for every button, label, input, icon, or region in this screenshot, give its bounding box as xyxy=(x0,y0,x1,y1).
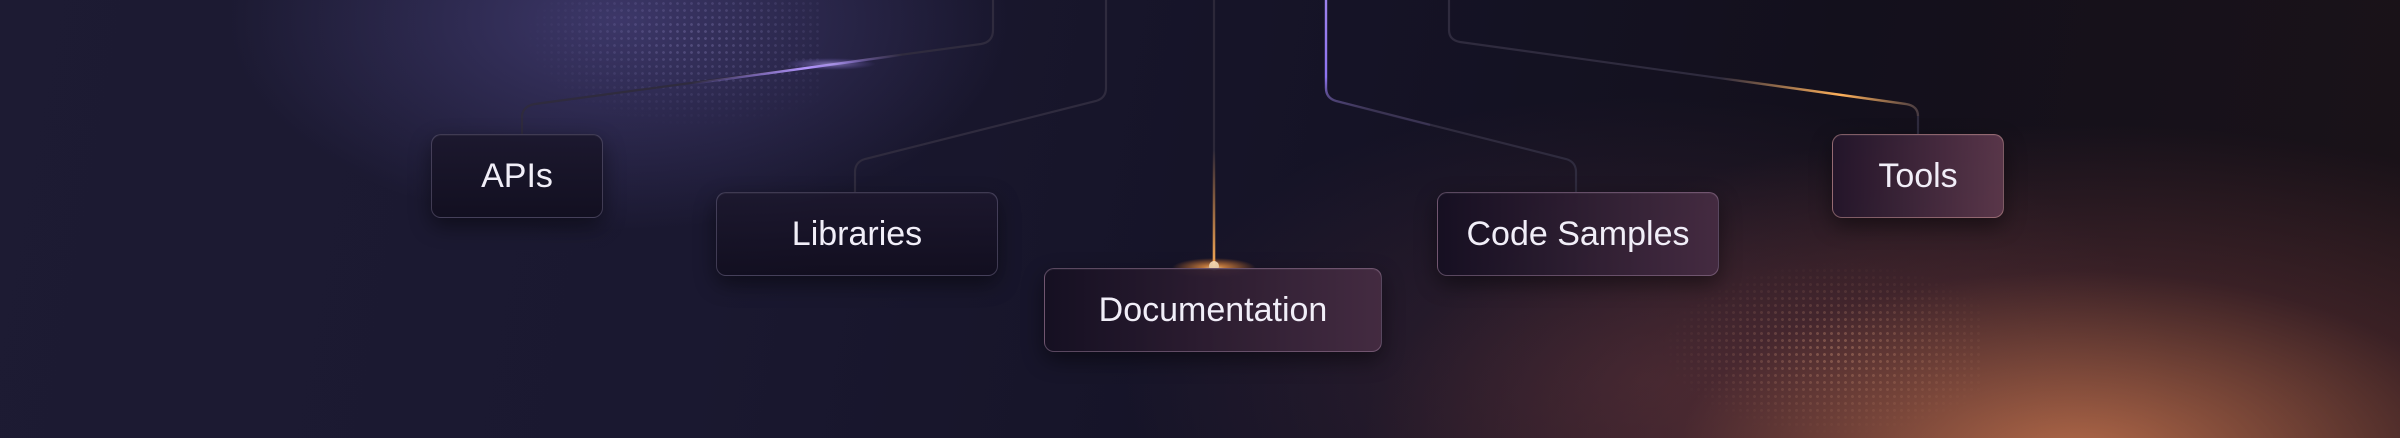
node-code-samples-label: Code Samples xyxy=(1466,214,1690,253)
node-documentation[interactable]: Documentation xyxy=(1044,268,1382,352)
connector-libraries xyxy=(853,0,1108,192)
node-libraries[interactable]: Libraries xyxy=(716,192,998,276)
node-documentation-label: Documentation xyxy=(1098,290,1328,329)
connector-code-samples xyxy=(1324,0,1578,192)
connector-tools xyxy=(1447,0,1920,134)
dot-texture-top xyxy=(520,0,820,130)
node-tools-label: Tools xyxy=(1878,156,1958,195)
node-code-samples[interactable]: Code Samples xyxy=(1437,192,1719,276)
node-tools[interactable]: Tools xyxy=(1832,134,2004,218)
dot-texture-bottom xyxy=(1660,260,1980,438)
node-apis-label: APIs xyxy=(481,156,553,195)
connector-apis xyxy=(520,0,995,134)
node-apis[interactable]: APIs xyxy=(431,134,603,218)
connector-apis-highlight xyxy=(689,29,995,86)
node-libraries-label: Libraries xyxy=(791,214,923,253)
connector-code-samples-highlight xyxy=(1324,0,1431,127)
connector-tools-highlight xyxy=(1719,76,1920,117)
glow-apis-line xyxy=(784,58,876,70)
